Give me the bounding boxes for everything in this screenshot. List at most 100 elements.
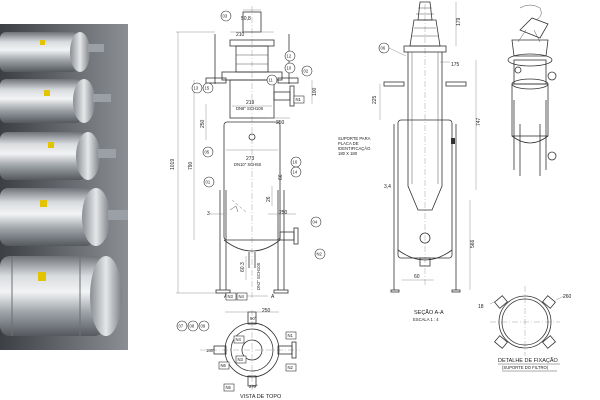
dim-66: 66 (278, 174, 284, 180)
top-nozzle-n3: N3 (235, 355, 247, 364)
svg-text:N5: N5 (226, 385, 232, 390)
nozzle-n1-tag: N1 (293, 95, 305, 104)
dim-top-width: 50,8 (241, 16, 251, 22)
dim-top-view-dia: 250 (262, 308, 271, 314)
nozzle-n4-tag: N4 (236, 292, 248, 301)
svg-text:12: 12 (287, 54, 292, 59)
balloon-14: 14 (290, 166, 302, 178)
detail-view: 18 260 DETALHE DE FIXAÇÃO (SUPORTE DO FI… (478, 286, 572, 372)
sec-dim-60: 60 (414, 274, 420, 280)
svg-text:N1: N1 (288, 333, 294, 338)
balloon-16: 16 (290, 156, 302, 168)
top-view-title: VISTA DE TOPO (240, 394, 282, 400)
detail-title: DETALHE DE FIXAÇÃO (498, 357, 559, 364)
balloon-06: 06 (378, 42, 407, 57)
dim-100: 100 (312, 87, 318, 96)
balloon-10: 10 (284, 62, 296, 74)
svg-text:09: 09 (201, 324, 206, 329)
photo-vessel (0, 32, 104, 72)
top-nozzle-n4: N4 (233, 335, 245, 344)
svg-text:N4: N4 (239, 294, 245, 299)
photo-vessel (0, 132, 116, 180)
svg-text:02: 02 (304, 69, 309, 74)
dim-250-lower: 250 (279, 210, 288, 216)
dim-outlet-spec: DN2" SCH10S (256, 262, 261, 290)
balloon-04: 04 (310, 216, 322, 228)
dim-dn8-spec: DN8" SCH10S (236, 106, 264, 111)
detail-dim-260: 260 (563, 294, 572, 300)
svg-text:07: 07 (179, 324, 184, 329)
section-scale: ESCALA 1 : 4 (413, 317, 439, 322)
balloon-03: 03 (220, 10, 232, 22)
sec-dim-566: 566 (470, 239, 476, 248)
cut-a-right: A (271, 294, 275, 300)
svg-text:N2: N2 (317, 252, 323, 257)
svg-text:01: 01 (206, 180, 211, 185)
top-view: 250 90° 180° 270° VISTA DE TOPO 07 08 09… (176, 308, 300, 400)
angle-180: 180° (206, 348, 215, 353)
dim-overall-height: 1019 (170, 159, 176, 170)
balloon-12: 12 (284, 50, 296, 62)
dim-250: 250 (200, 119, 206, 128)
balloon-15: 15 (202, 82, 214, 94)
dim-790: 790 (188, 161, 194, 170)
section-title: SEÇÃO A-A (414, 309, 444, 316)
photo-vessel (0, 188, 128, 246)
item-3-label: 3 (207, 211, 210, 217)
balloon-02: 02 (301, 65, 313, 77)
detail-subtitle: (SUPORTE DO FILTRO) (502, 365, 549, 370)
svg-text:N2: N2 (288, 365, 294, 370)
balloon-07: 07 (176, 320, 188, 332)
svg-text:14: 14 (293, 170, 298, 175)
photo-vessel (0, 256, 122, 336)
balloon-01: 01 (203, 176, 215, 188)
dim-250-right: 250 (276, 120, 285, 126)
svg-text:N4: N4 (236, 337, 242, 342)
angle-270: 270° (249, 384, 258, 389)
svg-text:08: 08 (190, 324, 195, 329)
svg-text:04: 04 (313, 220, 318, 225)
svg-text:15: 15 (205, 86, 210, 91)
svg-text:N6: N6 (221, 363, 227, 368)
sec-dim-34: 3,4 (384, 184, 391, 190)
top-nozzle-n5: N5 (223, 383, 235, 392)
svg-text:11: 11 (269, 78, 274, 83)
photo-vessel (0, 79, 111, 123)
top-nozzle-n6: N6 (218, 361, 230, 370)
svg-text:10: 10 (287, 66, 292, 71)
svg-text:N3: N3 (228, 294, 234, 299)
svg-text:13: 13 (194, 86, 199, 91)
front-view: 50,8 210 219 DN8" SCH10S 273 DN10" SCH5S… (170, 6, 326, 301)
nozzle-n3-tag: N3 (225, 292, 237, 301)
product-photo (0, 24, 128, 350)
dim-flange-dia: 210 (236, 32, 245, 38)
svg-text:05: 05 (205, 150, 210, 155)
dim-dn10-spec: DN10" SCH5S (234, 162, 262, 167)
dim-dn8-dia: 219 (246, 100, 255, 106)
sec-dim-175: 175 (451, 62, 460, 68)
isometric-view (507, 4, 557, 176)
balloon-11: 11 (266, 74, 278, 86)
top-nozzle-n2: N2 (285, 363, 297, 372)
top-nozzle-n1: N1 (285, 331, 297, 340)
sec-dim-225: 225 (372, 95, 378, 104)
detail-dim-r18: 18 (478, 304, 484, 310)
balloon-08: 08 (187, 320, 199, 332)
balloon-05: 05 (202, 146, 214, 158)
sec-dim-747: 747 (476, 117, 482, 126)
balloon-13: 13 (191, 82, 203, 94)
dim-dn10-dia: 273 (246, 156, 255, 162)
svg-text:16: 16 (293, 160, 298, 165)
dim-outlet-dia: 60.3 (240, 262, 246, 272)
balloon-09: 09 (198, 320, 210, 332)
svg-text:06: 06 (381, 46, 386, 51)
sec-dim-top: 179 (456, 17, 462, 26)
svg-text:03: 03 (223, 14, 228, 19)
section-a-a: 179 175 225 747 3,4 566 60 06 SUPORTE PA… (338, 1, 482, 322)
nozzle-n2-tag: N2 (314, 248, 326, 260)
svg-text:N3: N3 (238, 357, 244, 362)
